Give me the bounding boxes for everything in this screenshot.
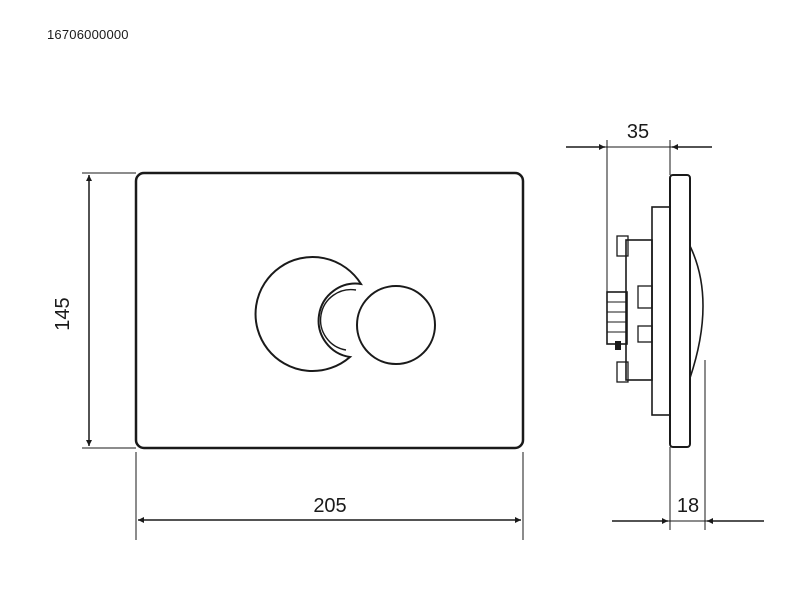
width-label: 205 [313,495,346,517]
depth-total-label: 35 [627,121,649,143]
side-actuator-body [625,239,653,381]
article-number: 16706000000 [47,27,129,42]
side-block-low [637,325,653,343]
depth-plate-label: 18 [677,495,699,517]
depth-plate-dimension: 18 [612,360,764,530]
small-flush-button [356,285,436,365]
height-dimension: 145 [52,172,136,449]
side-block-bottom [616,361,629,383]
large-button-rim [319,288,357,351]
side-view [606,174,704,448]
side-rear-bracket [606,291,628,345]
flush-plate-outline [134,171,525,450]
front-view [134,171,525,450]
height-label: 145 [52,297,74,330]
depth-total-dimension: 35 [566,121,712,292]
side-clip [615,341,621,350]
side-block-top [616,235,629,257]
side-front-plate [669,174,691,448]
large-flush-button [254,256,363,372]
side-button-dome [689,245,704,379]
side-mounting-frame [651,206,671,416]
width-dimension: 205 [135,452,524,540]
side-block-mid [637,285,653,309]
